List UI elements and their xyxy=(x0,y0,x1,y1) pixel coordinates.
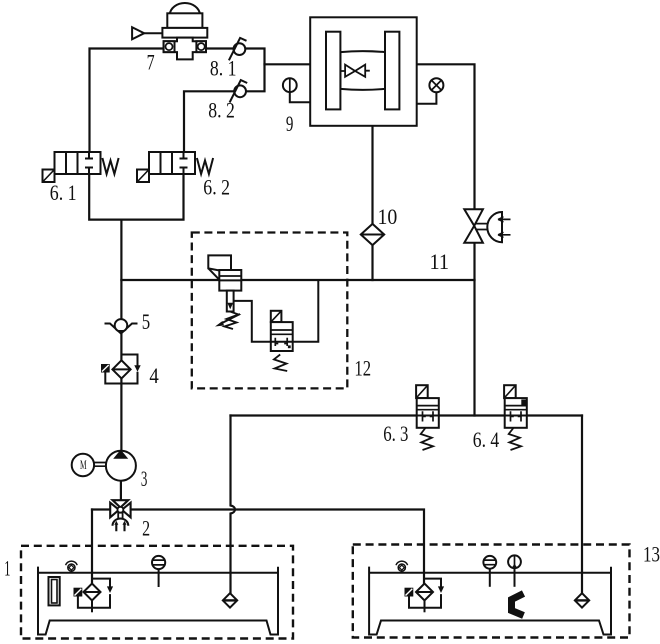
svg-text:13: 13 xyxy=(643,542,660,567)
svg-text:8. 2: 8. 2 xyxy=(208,98,235,123)
svg-text:3: 3 xyxy=(141,466,148,491)
svg-text:9: 9 xyxy=(286,111,294,136)
svg-text:7: 7 xyxy=(147,50,155,75)
svg-text:6. 2: 6. 2 xyxy=(203,174,230,199)
svg-text:4: 4 xyxy=(149,363,158,388)
svg-text:6. 1: 6. 1 xyxy=(50,180,77,205)
svg-text:12: 12 xyxy=(354,356,371,381)
svg-text:1: 1 xyxy=(4,555,10,580)
svg-text:8. 1: 8. 1 xyxy=(210,55,237,80)
svg-text:M: M xyxy=(80,458,87,472)
svg-text:11: 11 xyxy=(430,249,450,274)
svg-text:10: 10 xyxy=(378,204,398,229)
svg-text:2: 2 xyxy=(142,515,150,540)
svg-text:5: 5 xyxy=(142,309,150,334)
svg-text:6. 4: 6. 4 xyxy=(473,427,499,452)
svg-text:6. 3: 6. 3 xyxy=(383,421,408,446)
